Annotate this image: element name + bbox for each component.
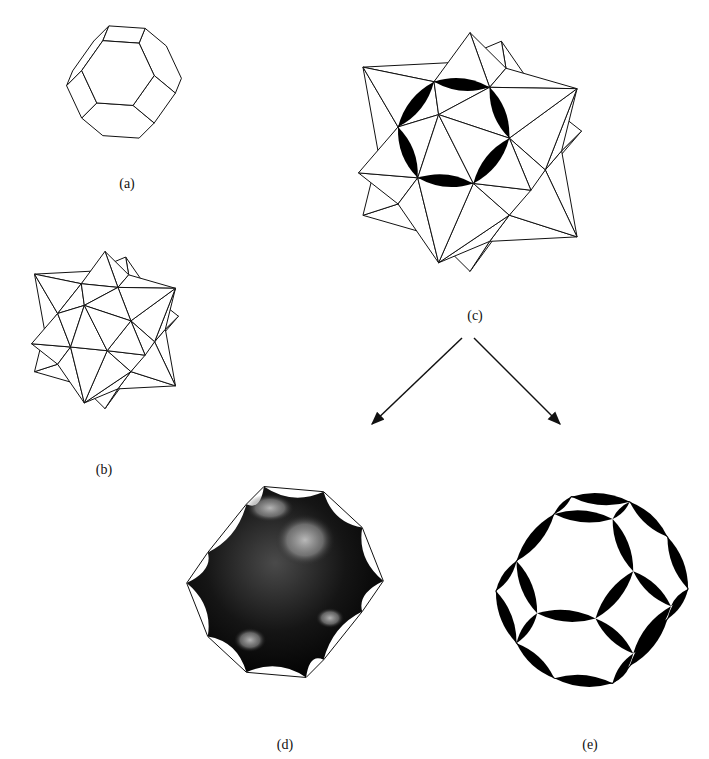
surface-highlight xyxy=(316,608,344,628)
lens-shape xyxy=(554,675,612,687)
lens-shape xyxy=(398,82,434,127)
stellated-polyhedron xyxy=(32,251,179,408)
polyhedron-face xyxy=(82,41,155,106)
surface-highlight xyxy=(246,494,294,522)
polyhedron-face xyxy=(118,275,176,288)
polyhedron-face xyxy=(81,251,118,287)
lens-shape xyxy=(517,613,538,643)
polyhedron-face xyxy=(84,305,131,350)
lens-shape xyxy=(613,502,630,519)
polyhedron-face xyxy=(490,68,577,88)
lens-shape xyxy=(595,618,633,653)
stellated-polyhedron-lenses xyxy=(358,33,581,272)
figure-label: (d) xyxy=(277,738,293,752)
figure-label: (b) xyxy=(96,463,112,477)
lens-shape xyxy=(434,78,490,91)
lens-shape xyxy=(398,127,418,178)
polyhedron-face xyxy=(418,178,474,263)
lens-shape xyxy=(490,87,510,138)
figure-label: (a) xyxy=(119,177,135,191)
figure-label: (c) xyxy=(467,309,483,323)
dark-surface-figure xyxy=(187,487,384,678)
lens-shape xyxy=(554,510,612,522)
lens-shape xyxy=(496,561,517,591)
lens-shape xyxy=(418,174,474,187)
lens-shape xyxy=(613,519,634,571)
lens-shape xyxy=(613,666,630,683)
outline xyxy=(496,497,688,684)
dark-surface xyxy=(187,487,384,678)
surface-highlight xyxy=(234,628,266,652)
lens-shape xyxy=(517,643,555,678)
lens-shape xyxy=(595,571,633,618)
outline xyxy=(187,487,384,678)
truncated-octahedron xyxy=(67,26,182,138)
lens-shape xyxy=(667,589,688,619)
polyhedron-face xyxy=(439,115,510,184)
polyhedron-face xyxy=(490,87,577,138)
arrow xyxy=(372,338,462,424)
lens-shape xyxy=(517,561,538,613)
polyhedron-face xyxy=(103,26,145,43)
lens-network-figure xyxy=(496,493,688,687)
lens-shape xyxy=(633,571,671,606)
lens-shape xyxy=(667,537,688,589)
lens-shape xyxy=(537,610,595,622)
lens-shape xyxy=(630,502,668,537)
lens-shape xyxy=(517,514,555,561)
lens-shape xyxy=(630,619,668,666)
lens-shape xyxy=(496,591,517,643)
lens-shape xyxy=(571,493,629,505)
surface-highlight xyxy=(275,514,335,566)
arrow xyxy=(474,338,560,424)
figure-label: (e) xyxy=(582,738,598,752)
lens-shape xyxy=(473,138,509,183)
lens-shape xyxy=(613,653,634,683)
polyhedron-face xyxy=(71,347,108,403)
